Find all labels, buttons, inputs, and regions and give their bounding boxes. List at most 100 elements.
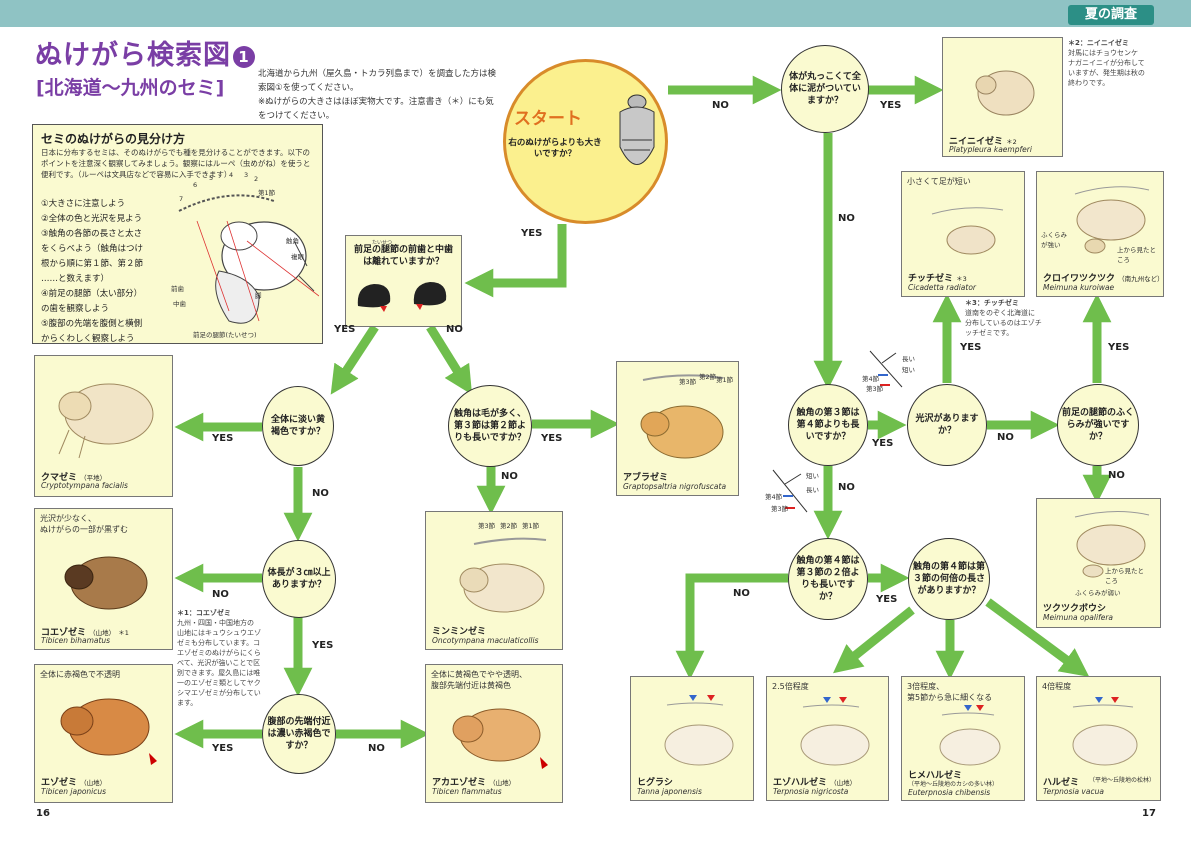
arrow-teeth-yes [330, 324, 379, 395]
species-kuroiwa: ふくらみが強い 上から見たところ クロイワツクツク （南九州など） Meimun… [1036, 171, 1164, 297]
species-note: 3倍程度、第5節から急に細くなる [907, 682, 993, 702]
species-name: アカエゾゼミ （山地） [432, 778, 516, 788]
start-label: スタート [514, 109, 582, 129]
page-number-left: 16 [36, 808, 50, 819]
species-scientific-name: Cicadetta radiator [908, 283, 977, 292]
aburazemi-exuvia [640, 374, 724, 459]
species-region: （平地〜丘陵地の松林） [1089, 777, 1156, 784]
koezozemi-exuvia [64, 556, 148, 610]
short-label: 短い [902, 366, 915, 374]
guide-text: 日本に分布するセミは、そのぬけがらでも種を見分けることができます。以下のポイント… [41, 148, 311, 179]
species-name: アブラゼミ [623, 473, 669, 483]
label-yes: YES [334, 324, 356, 335]
label-yes: YES [212, 743, 234, 754]
node-round-muddy: 体が丸っこくて全体に泥がついていますか？ [781, 45, 869, 133]
guide-step: をくらべよう（触角はつけ [41, 244, 144, 254]
himeharu-exuvia [939, 705, 1001, 766]
species-aburazemi: 第3節 第2節 第1節 アブラゼミ Graptopsaltria nigrofu… [616, 361, 739, 496]
guide-step: ⑤腹部の先端を腹側と横側 [41, 319, 143, 329]
label-seg3: 3 [244, 171, 249, 179]
page-number-right: 17 [1142, 808, 1156, 819]
label-yes: YES [541, 433, 563, 444]
label-no: NO [501, 471, 518, 482]
species-note: 光沢が少なく、ぬけがらの一部が黒ずむ [40, 514, 128, 534]
arrow-teeth-no [426, 324, 473, 395]
species-name: ミンミンゼミ [432, 627, 487, 637]
node-seg4-ratio: 触角の第４節は第３節の何倍の長さがありますか？ [908, 538, 990, 620]
species-niinii: ニイニイゼミ ＊2 Platypleura kaempferi [942, 37, 1063, 157]
label-seg7: 7 [179, 195, 184, 203]
label-yes: YES [960, 342, 982, 353]
species-himeharuzemi: 3倍程度、第5節から急に細くなる ヒメハルゼミ （平地〜丘陵地のカシの多い林） … [901, 676, 1025, 801]
species-scientific-name: Terpnosia vacua [1043, 787, 1104, 796]
species-name: クロイワツクツク （南九州など） [1043, 274, 1164, 284]
label-no: NO [838, 482, 855, 493]
species-higurashi: ヒグラシ Tanna japonensis [630, 676, 754, 801]
species-name: エゾハルゼミ （山地） [773, 778, 857, 788]
ezozemi-exuvia [60, 698, 157, 765]
teeth-ruby: たいせつ [372, 240, 393, 246]
species-scientific-name: Tibicen bihamatus [41, 636, 111, 645]
arrow-ratio-4 [985, 598, 1090, 677]
guide-step: ④前足の腿節（太い部分） [41, 289, 143, 299]
title-number: 1 [233, 45, 255, 68]
species-name: ニイニイゼミ ＊2 [949, 137, 1017, 147]
label-yes: YES [872, 438, 894, 449]
species-haruzemi: 4倍程度 ハルゼミ （平地〜丘陵地の松林） Terpnosia vacua [1036, 676, 1161, 801]
short-label: 短い [806, 472, 819, 480]
guide-step: ②全体の色と光沢を見よう [41, 214, 143, 224]
species-region: （平地〜丘陵地のカシの多い林） [908, 781, 999, 788]
teeth-question: 前足の腿節の前歯と中歯は離れていますか？ [353, 245, 453, 267]
species-note: 2.5倍程度 [772, 682, 809, 691]
arrow-start-yes [464, 224, 567, 298]
species-scientific-name: Tibicen flammatus [432, 787, 502, 796]
node-abdomen-tip: 腹部の先端付近は濃い赤褐色ですか？ [262, 694, 336, 774]
haruzemi-exuvia [1072, 697, 1138, 766]
ezoharu-exuvia [800, 697, 870, 766]
footnote-chitchi: ＊3：チッチゼミ 道南をのぞく北海道に 分布しているのはエゾチ ッチゼミです。 [965, 298, 1055, 338]
label-yes: YES [212, 433, 234, 444]
seg4-label: 第4節 [862, 375, 880, 383]
section-badge: 夏の調査 [1068, 5, 1154, 25]
seg4-label: 第4節 [765, 493, 783, 501]
seg2-label: 第2節 [699, 373, 717, 381]
node-body-length: 体長が３㎝以上ありますか？ [262, 540, 336, 618]
label-yes: YES [880, 100, 902, 111]
label-front-tooth: 前歯 [171, 285, 184, 293]
seg2-label: 第2節 [500, 522, 518, 530]
footnote-title: ＊1：コエゾゼミ [177, 609, 231, 617]
node-hairy-antenna: 触角は毛が多く、第３節は第２節よりも長いですか？ [448, 385, 532, 467]
swelling-note: ふくらみが強い [1041, 231, 1067, 249]
label-seg4: 4 [229, 171, 234, 179]
label-seg5: 5 [209, 174, 214, 182]
footnote-title: ＊2：ニイニイゼミ [1068, 39, 1129, 47]
node-teeth-separated: 前足の腿節の前歯と中歯は離れていますか？ たいせつ [345, 235, 462, 327]
seg3-label: 第3節 [478, 522, 496, 530]
species-scientific-name: Oncotympana maculaticollis [432, 636, 539, 645]
start-question: 右のぬけがらよりも大きいですか？ [508, 138, 602, 159]
minminzemi-exuvia [459, 537, 547, 613]
kumazemi-exuvia [58, 383, 154, 459]
top-bar [0, 0, 1191, 27]
species-note: 小さくて足が短い [907, 177, 971, 186]
footnote-title: ＊3：チッチゼミ [965, 299, 1019, 307]
label-no: NO [312, 488, 329, 499]
guide-step: の歯を観察しよう [41, 304, 110, 314]
species-note: 全体に赤褐色で不透明 [40, 670, 120, 679]
label-no: NO [838, 213, 855, 224]
intro-text: 北海道から九州（屋久島・トカラ列島まで）を調査した方は検索図①を使ってください。… [258, 67, 502, 123]
title-text: ぬけがら検索図 [35, 40, 231, 71]
footnote-koezozemi: ＊1：コエゾゼミ 九州・四国・中国地方の 山地にはキュウシュウエゾ ゼミも分布し… [177, 608, 269, 708]
species-name: ヒグラシ [637, 778, 673, 788]
seg3-label: 第3節 [771, 505, 789, 513]
node-seg3-longer: 触角の第３節は第４節よりも長いですか？ [788, 384, 868, 466]
node-femur-swelling: 前足の腿節のふくらみが強いですか？ [1057, 384, 1139, 466]
long-label: 長い [902, 355, 915, 363]
species-note: 4倍程度 [1042, 682, 1072, 691]
teeth-close-icon [413, 282, 447, 310]
label-no: NO [1108, 470, 1125, 481]
tsukutsuku-exuvia [1074, 510, 1150, 578]
seg3-label: 第3節 [679, 378, 697, 386]
species-name: ヒメハルゼミ [908, 771, 963, 781]
